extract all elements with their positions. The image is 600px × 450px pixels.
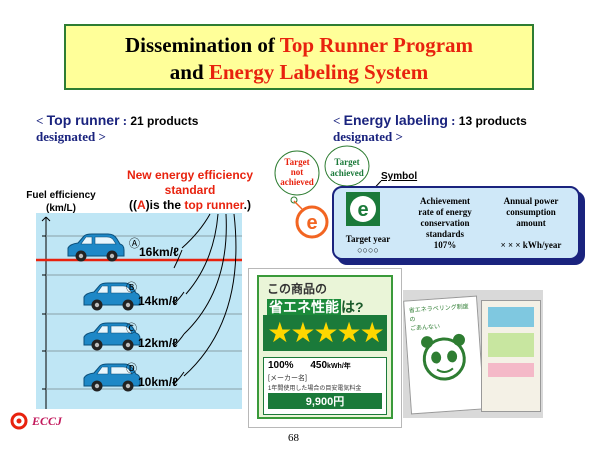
car-curves	[173, 249, 185, 385]
panda-mascot-icon	[421, 333, 466, 381]
rating-stars: ★★★★★5	[263, 315, 387, 351]
poster-info-panel: 100% 450kWh/年 [メーカー名] 1年間使用した場合の目安電気料金 9…	[263, 357, 387, 415]
booklet-inner-pages	[481, 300, 541, 412]
car-a-value: 16km/ℓ	[139, 245, 179, 259]
energy-labeling-designated: designated >	[333, 129, 403, 144]
poster-price: 9,900円	[268, 393, 382, 409]
annual-power-consumption: Annual power consumption amount × × × kW…	[500, 196, 562, 250]
svg-text:e: e	[357, 199, 368, 221]
fuel-efficiency-label: Fuel efficiency (km/L)	[26, 190, 96, 214]
target-not-achieved-text: Target not achieved	[280, 157, 314, 187]
car-icon-a	[67, 233, 125, 262]
poster-line-1: この商品の	[267, 282, 328, 296]
top-runner-designated: designated >	[36, 129, 106, 144]
top-runner-note: ((A)is the top runner.)	[128, 198, 252, 212]
car-b-value: 14km/ℓ	[138, 294, 178, 308]
car-d-value: 10km/ℓ	[138, 375, 178, 389]
booklet-cover: 省エネラベリング制度の ごあんない	[403, 295, 485, 415]
target-achieved-text: Target achieved	[330, 157, 364, 178]
new-standard-note: New energy efficiency standard ((A)is th…	[112, 168, 268, 213]
target-not-achieved-bubble	[274, 150, 320, 204]
car-c-letter: ⒸC	[126, 323, 137, 335]
title-line-1: Dissemination of Top Runner Program	[124, 33, 474, 57]
labeling-booklet-image: 省エネラベリング制度の ごあんない	[403, 290, 543, 418]
poster-line-2: 省エネ性能は?	[267, 299, 364, 315]
svg-text:e: e	[306, 212, 317, 234]
car-d-letter: ⒹD	[126, 363, 137, 375]
not-achieved-arrow	[293, 200, 303, 210]
standard-arrows	[181, 213, 237, 377]
chart-grid	[36, 216, 242, 409]
energy-saving-mark-icon: e	[346, 192, 380, 226]
page-number: 68	[288, 432, 299, 444]
car-b-letter: ⒷB	[126, 282, 137, 294]
poster-values: 100% 450kWh/年	[268, 360, 351, 371]
not-achieved-mark-icon: e	[295, 205, 329, 239]
energy-label-symbol-box: e Target year ○○○○ Achievement rate of e…	[332, 186, 580, 260]
car-c-value: 12km/ℓ	[138, 336, 178, 350]
target-year: Target year ○○○○	[345, 234, 391, 255]
poster-note: 1年間使用した場合の目安電気料金	[268, 386, 362, 392]
title-line-2: and Energy Labeling System	[169, 60, 429, 84]
eccj-logo-icon	[10, 412, 28, 430]
energy-labeling-header: < Energy labeling : 13 products	[333, 112, 527, 128]
symbol-label: Symbol	[381, 171, 418, 182]
top-runner-header: < Top runner : 21 products	[36, 112, 199, 128]
title-box: Dissemination of Top Runner Program and …	[64, 24, 534, 90]
achievement-rate: Achievement rate of energy conservation …	[418, 196, 472, 250]
car-a-letter: ⒶA	[129, 238, 140, 250]
poster-maker: [メーカー名]	[268, 375, 307, 382]
